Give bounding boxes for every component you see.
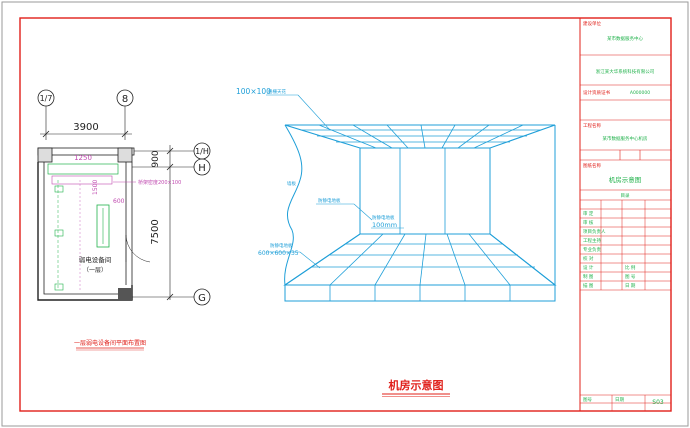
door-swing bbox=[125, 234, 151, 263]
floor-plan: 1/7 8 3900 1/H H G 900 7500 bbox=[37, 89, 211, 351]
license-label: 设计资质证书 bbox=[583, 89, 610, 96]
axis-label-H: H bbox=[198, 163, 206, 174]
dim-7500-label: 7500 bbox=[150, 219, 161, 244]
floor-note: 防静电地板 bbox=[270, 242, 293, 249]
row-label-0: 审 定 bbox=[583, 210, 594, 217]
row-label-6: 设 计 bbox=[583, 264, 594, 271]
row-label-8: 描 图 bbox=[583, 282, 594, 289]
row-label-1: 审 核 bbox=[583, 219, 594, 226]
title-block: 建设单位 某市数据服务中心 浙江某大华系统科技有限公司 设计资质证书 A0000… bbox=[579, 17, 672, 412]
section-break-line bbox=[284, 124, 303, 286]
wall-note-2: 防静电地板 bbox=[318, 197, 341, 204]
axis-label-1-H: 1/H bbox=[195, 147, 209, 156]
wall-note-3: 防静电地板 bbox=[372, 214, 395, 221]
row-label-7: 制 图 bbox=[583, 273, 594, 280]
column-top-left bbox=[37, 147, 53, 163]
chapter-label: 目录 bbox=[621, 192, 630, 199]
date-label: 日期 bbox=[615, 397, 624, 403]
dim-600-label: 600 bbox=[113, 198, 125, 205]
signature-table bbox=[580, 200, 671, 411]
plan-caption: 一层弱电设备间平面布置图 bbox=[74, 339, 146, 347]
cable-tray-note: 桥架密度200×100 bbox=[138, 179, 181, 186]
project-label: 工程名称 bbox=[583, 122, 601, 129]
inner-border bbox=[19, 17, 672, 412]
room-name: 弱电设备间 bbox=[79, 255, 112, 264]
dim-width-label: 3900 bbox=[73, 122, 98, 133]
wall-note: 墙板 bbox=[287, 180, 296, 187]
dim-900-label: 900 bbox=[151, 150, 161, 167]
client-name: 某市数据服务中心 bbox=[607, 35, 643, 42]
project-name: 某市数据服务中心机房 bbox=[603, 135, 648, 142]
room-3d-labels: 100×100 格栅天花 墙板 防静电地板 防静电地板 100mm 防静电地板 … bbox=[236, 87, 397, 257]
ceiling-note: 格栅天花 bbox=[268, 88, 286, 95]
axis-label-G: G bbox=[198, 293, 206, 304]
axis-label-8: 8 bbox=[122, 94, 128, 105]
ceiling-size-label: 100×100 bbox=[236, 87, 271, 96]
column-top-right bbox=[117, 147, 133, 163]
wall-dim-label: 100mm bbox=[372, 221, 397, 229]
dim-1500-label: 1500 bbox=[92, 180, 99, 195]
row-right-label-6: 比 例 bbox=[625, 264, 636, 271]
client-label: 建设单位 bbox=[583, 20, 601, 27]
designer-name: 浙江某大华系统科技有限公司 bbox=[596, 68, 655, 75]
equipment-cabinet bbox=[96, 204, 110, 248]
license-number: A000000 bbox=[630, 90, 650, 96]
room-3d-view bbox=[266, 94, 557, 302]
row-right-label-7: 图 号 bbox=[625, 274, 636, 280]
raised-floor bbox=[283, 233, 557, 286]
row-label-3: 工程主持 bbox=[583, 237, 601, 244]
drawing-label: 图纸名称 bbox=[583, 162, 601, 169]
ceiling-grid bbox=[284, 124, 556, 149]
column-bottom-right bbox=[118, 288, 132, 300]
row-label-4: 专业负责 bbox=[583, 246, 601, 253]
sheet-number: S03 bbox=[652, 399, 664, 406]
cable-tray bbox=[47, 163, 119, 175]
room-floor: （一层） bbox=[83, 267, 107, 274]
row-right-label-8: 日 期 bbox=[625, 283, 636, 289]
axis-label-1-7: 1/7 bbox=[40, 94, 53, 103]
sheet-label: 图号 bbox=[583, 397, 592, 403]
row-label-2: 项目负责人 bbox=[583, 228, 606, 235]
floor-size-label: 600×600×35 bbox=[258, 250, 299, 257]
dim-1250-label: 1250 bbox=[74, 154, 92, 162]
drawing-title: 机房示意图 bbox=[609, 175, 642, 184]
view-caption: 机房示意图 bbox=[389, 378, 444, 392]
row-label-5: 校 对 bbox=[583, 255, 594, 262]
